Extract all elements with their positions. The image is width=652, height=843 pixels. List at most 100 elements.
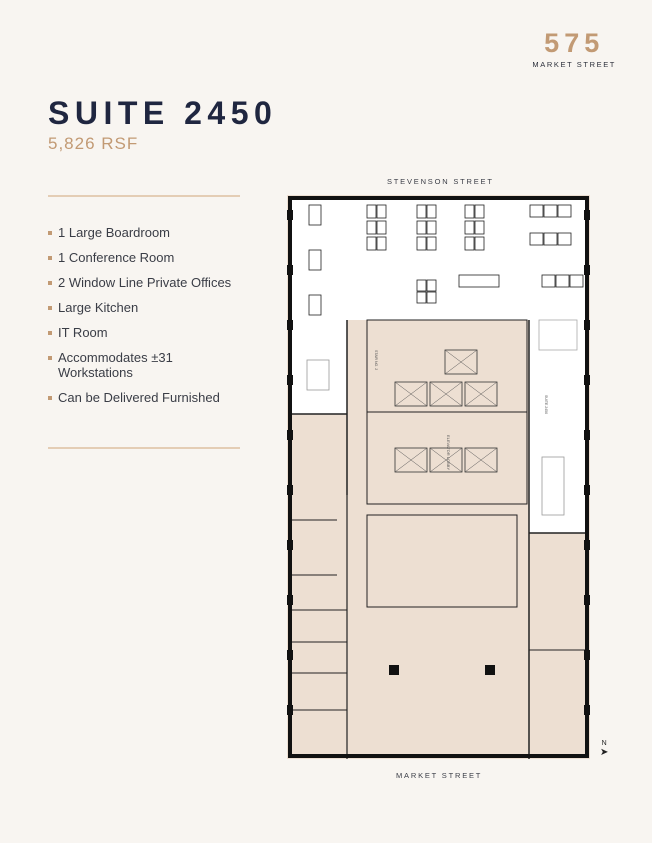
- building-core: [290, 319, 587, 759]
- bullet-icon: [48, 396, 52, 400]
- columns: [287, 210, 590, 715]
- bullet-icon: [48, 256, 52, 260]
- workstation-desk: [416, 279, 427, 292]
- elevator-x: [464, 381, 498, 407]
- feature-item: 1 Conference Room: [48, 250, 248, 265]
- workstation-desk: [426, 291, 437, 304]
- office-desk: [308, 294, 322, 316]
- elevator-x: [444, 349, 478, 375]
- bullet-icon: [48, 231, 52, 235]
- perimeter-column: [287, 320, 293, 330]
- perimeter-column: [584, 375, 590, 385]
- brand-logo: 575 MARKET STREET: [532, 28, 616, 69]
- perimeter-column: [287, 210, 293, 220]
- perimeter-column: [287, 265, 293, 275]
- workstation-desk: [416, 291, 427, 304]
- north-arrow: N ➤: [600, 740, 609, 758]
- bullet-icon: [48, 306, 52, 310]
- feature-item: Large Kitchen: [48, 300, 248, 315]
- bullet-icon: [48, 281, 52, 285]
- workstation-desk: [474, 236, 485, 251]
- workstation-desk: [366, 204, 377, 219]
- feature-item: 1 Large Boardroom: [48, 225, 248, 240]
- elevator-x: [464, 447, 498, 473]
- interior-column: [389, 665, 399, 675]
- workstation-desk: [376, 220, 387, 235]
- workstation-desk: [529, 232, 544, 246]
- divider-top: [48, 195, 240, 197]
- bullet-icon: [48, 356, 52, 360]
- boardroom-table: [541, 456, 565, 516]
- perimeter-column: [287, 375, 293, 385]
- office-desk: [308, 249, 322, 271]
- workstation-desk: [557, 204, 572, 218]
- workstation-desk: [543, 232, 558, 246]
- floor-plan: ELEVATOR LOBBY STAIR NO. 2 SUITE 2450: [287, 195, 590, 759]
- workstation-desk: [366, 236, 377, 251]
- street-label-top: STEVENSON STREET: [387, 177, 494, 186]
- workstation-desk: [569, 274, 584, 288]
- suite-area: 5,826 RSF: [48, 134, 139, 153]
- perimeter-column: [584, 650, 590, 660]
- perimeter-column: [584, 430, 590, 440]
- exterior-wall: [288, 196, 589, 758]
- perimeter-column: [287, 540, 293, 550]
- feature-list: 1 Large Boardroom 1 Conference Room 2 Wi…: [48, 225, 248, 415]
- perimeter-column: [584, 485, 590, 495]
- feature-item: IT Room: [48, 325, 248, 340]
- bullet-icon: [48, 331, 52, 335]
- suite-label: SUITE 2450: [544, 395, 548, 414]
- workstation-desk: [474, 220, 485, 235]
- workstation-desk: [366, 220, 377, 235]
- perimeter-column: [584, 540, 590, 550]
- elevator-car: [429, 381, 463, 407]
- north-arrow-icon: ➤: [600, 747, 609, 758]
- workstation-desk: [474, 204, 485, 219]
- perimeter-column: [584, 320, 590, 330]
- perimeter-column: [287, 485, 293, 495]
- workstation-desk: [376, 204, 387, 219]
- workstation-desk: [464, 204, 475, 219]
- elevator-car: [429, 447, 463, 473]
- stair-label: STAIR NO. 2: [374, 350, 378, 370]
- elevator-car: [464, 447, 498, 473]
- feature-item: 2 Window Line Private Offices: [48, 275, 248, 290]
- perimeter-column: [584, 210, 590, 220]
- suite-area-highlight: [290, 198, 587, 533]
- kitchen-counter: [458, 274, 500, 288]
- perimeter-column: [584, 705, 590, 715]
- workstation-desk: [426, 279, 437, 292]
- interior-column: [485, 665, 495, 675]
- perimeter-column: [287, 430, 293, 440]
- street-label-bottom: MARKET STREET: [396, 771, 483, 780]
- workstation-desk: [416, 236, 427, 251]
- office-desk: [308, 204, 322, 226]
- perimeter-column: [584, 265, 590, 275]
- feature-item: Can be Delivered Furnished: [48, 390, 248, 405]
- elevator-car: [394, 447, 428, 473]
- workstation-desk: [541, 274, 556, 288]
- workstation-desk: [555, 274, 570, 288]
- workstation-desk: [557, 232, 572, 246]
- elevator-car: [464, 381, 498, 407]
- perimeter-column: [287, 705, 293, 715]
- brand-subtitle: MARKET STREET: [532, 60, 616, 69]
- conference-table: [306, 359, 330, 391]
- workstation-desk: [376, 236, 387, 251]
- elevator-x: [429, 381, 463, 407]
- workstation-desk: [543, 204, 558, 218]
- lobby-label: ELEVATOR LOBBY: [446, 435, 451, 470]
- elevator-x: [429, 447, 463, 473]
- furniture: [306, 204, 584, 516]
- elevator-car: [394, 381, 428, 407]
- elevator-car: [444, 349, 478, 375]
- workstation-desk: [416, 220, 427, 235]
- divider-bottom: [48, 447, 240, 449]
- feature-item: Accommodates ±31 Workstations: [48, 350, 248, 380]
- workstation-desk: [529, 204, 544, 218]
- workstation-desk: [464, 236, 475, 251]
- workstation-desk: [426, 220, 437, 235]
- perimeter-column: [287, 595, 293, 605]
- brand-number: 575: [544, 28, 605, 58]
- workstation-desk: [538, 319, 578, 351]
